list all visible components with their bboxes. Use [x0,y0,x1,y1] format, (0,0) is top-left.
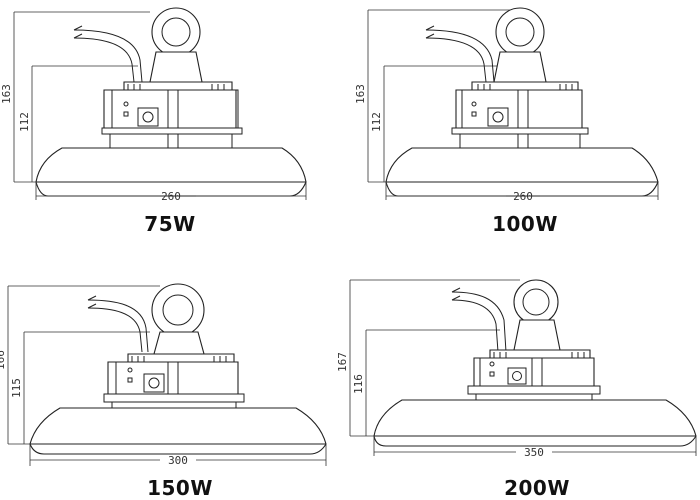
dim-total-height-100w: 163 [354,84,367,104]
dim-width-75w: 260 [161,190,181,203]
caption-75w: 75W [144,212,196,236]
caption-200w: 200W [504,476,570,500]
caption-150w: 150W [147,476,213,500]
dim-body-height-200w: 116 [352,374,365,394]
dim-total-height-150w: 166 [0,350,7,370]
dim-body-height-75w: 112 [18,112,31,132]
dim-body-height-150w: 115 [10,378,23,398]
dim-width-150w: 300 [168,454,188,467]
dim-total-height-75w: 163 [0,84,13,104]
dim-body-height-100w: 112 [370,112,383,132]
caption-100w: 100W [492,212,558,236]
diagram-200w: 167 116 350 200W [336,270,700,500]
drawing-75w: 163 112 260 [0,7,307,203]
drawing-100w: 163 112 260 [354,7,659,203]
dim-width-100w: 260 [513,190,533,203]
drawing-200w: 167 116 350 [336,279,697,459]
dim-total-height-200w: 167 [336,352,349,372]
drawing-150w: 166 115 300 [0,283,327,467]
diagram-150w: 166 115 300 150W [0,270,340,500]
dim-width-200w: 350 [524,446,544,459]
diagram-75w: 163 112 260 75W [0,0,330,240]
diagram-100w: 163 112 260 100W [354,0,690,240]
